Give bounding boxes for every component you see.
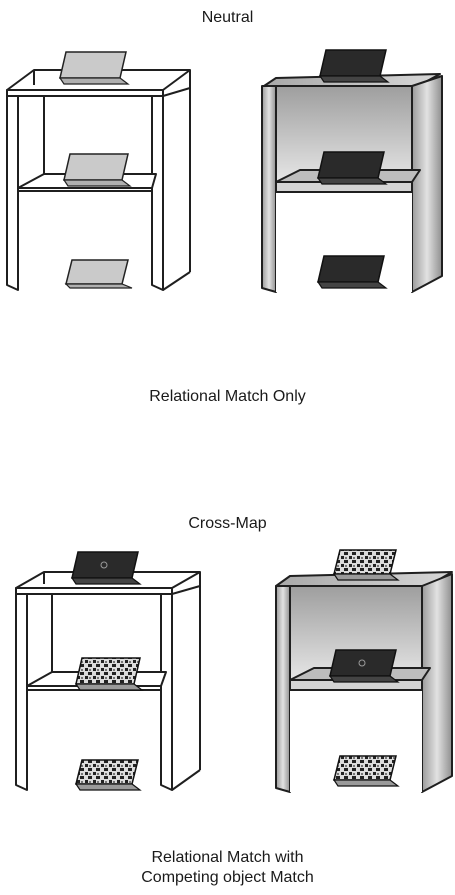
patterned-laptop-middle [76, 658, 142, 690]
dark-laptop-middle [318, 152, 386, 184]
dark-laptop-top [320, 50, 388, 82]
patterned-laptop-bottom [334, 756, 398, 786]
light-laptop-bottom [66, 260, 132, 288]
patterned-laptop-top [334, 550, 398, 580]
neutral-condition-title: Neutral [0, 8, 455, 28]
cross-map-shelf-panel [0, 544, 455, 804]
light-laptop-middle [64, 154, 130, 186]
cross-map-condition-title: Cross-Map [0, 514, 455, 534]
competing-label-line-1: Relational Match with [0, 848, 455, 868]
dark-laptop-middle [330, 650, 398, 682]
patterned-laptop-bottom [76, 760, 140, 790]
competing-label-line-2: Competing object Match [0, 868, 455, 888]
dark-laptop-bottom [318, 256, 386, 288]
neutral-shelf-panel [0, 40, 455, 310]
relational-match-with-competing-object-label: Relational Match with Competing object M… [0, 848, 455, 888]
dark-laptop-top [72, 552, 140, 584]
light-laptop-top [60, 52, 128, 84]
relational-match-only-label: Relational Match Only [0, 387, 455, 407]
